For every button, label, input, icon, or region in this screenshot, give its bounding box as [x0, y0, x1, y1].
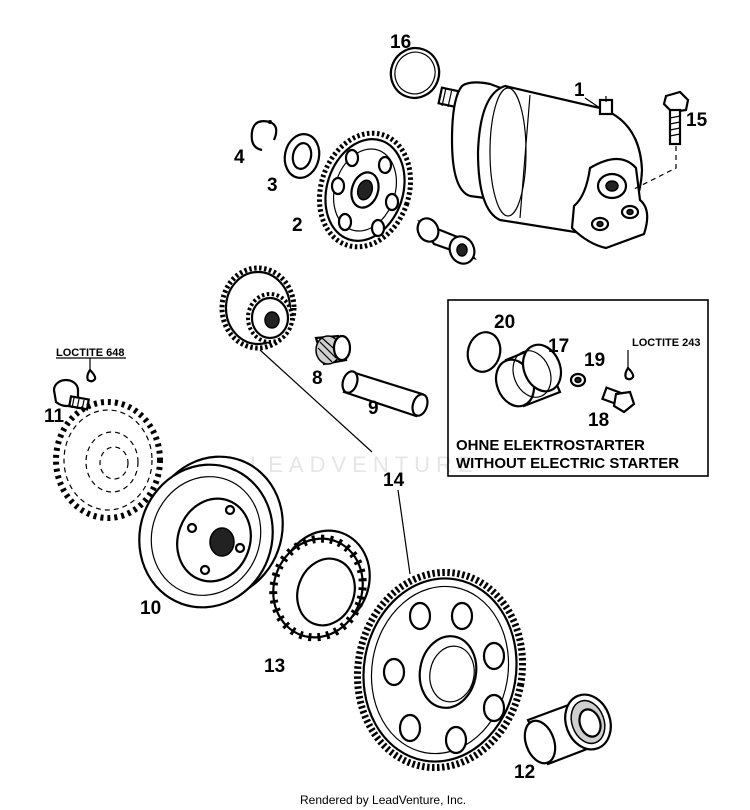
callout-1: 1: [574, 80, 585, 101]
part-10-flywheel: [138, 455, 284, 609]
part-14-double-gear: [219, 265, 297, 351]
part-bushing: [416, 217, 477, 265]
callout-20: 20: [494, 312, 515, 333]
inset-line-2: WITHOUT ELECTRIC STARTER: [456, 455, 679, 472]
leader-14b: [397, 489, 411, 575]
callout-12: 12: [514, 762, 535, 783]
part-8-needle-bearing: [314, 334, 352, 366]
loctite-drop-648: [86, 368, 97, 383]
loctite-drop-243: [624, 366, 635, 381]
callout-19: 19: [584, 350, 605, 371]
part-engine-gear-dashed: [53, 399, 163, 521]
part-9-shaft: [341, 370, 429, 418]
part-4-circlip: [250, 120, 278, 152]
callout-4: 4: [234, 147, 245, 168]
part-15-bolt: [631, 90, 690, 191]
part-3-washer: [283, 133, 321, 179]
part-16-o-ring: [389, 47, 441, 99]
part-2-idler-gear: [316, 130, 414, 250]
callout-9: 9: [368, 398, 379, 419]
part-14-ring-gear: [353, 568, 527, 772]
leader-14: [259, 349, 373, 453]
part-1-starter-motor: [437, 81, 649, 250]
inset-box: OHNE ELEKTROSTARTER WITHOUT ELECTRIC STA…: [447, 299, 709, 477]
callout-10: 10: [140, 598, 161, 619]
callout-15: 15: [686, 110, 708, 131]
part-13-freewheel: [269, 529, 371, 642]
part-17-plug: [494, 343, 563, 408]
inset-line-1: OHNE ELEKTROSTARTER: [456, 437, 645, 454]
part-12-bearing: [523, 693, 612, 766]
callout-8: 8: [312, 368, 323, 389]
part-11-screw: [52, 378, 91, 411]
callout-14: 14: [383, 470, 405, 491]
callout-18: 18: [588, 410, 609, 431]
callout-3: 3: [267, 175, 278, 196]
callout-17: 17: [548, 336, 569, 357]
callout-13: 13: [264, 656, 285, 677]
callout-11: 11: [44, 406, 65, 427]
callout-16: 16: [390, 32, 411, 53]
loctite-648-label: LOCTITE 648: [56, 347, 124, 359]
footer-credit: Rendered by LeadVenture, Inc.: [300, 793, 466, 807]
callout-2: 2: [292, 215, 303, 236]
watermark: LEADVENTURE: [250, 452, 479, 477]
part-18-screw: [601, 386, 636, 414]
part-20-o-ring: [466, 331, 502, 373]
loctite-243-label: LOCTITE 243: [632, 337, 700, 349]
